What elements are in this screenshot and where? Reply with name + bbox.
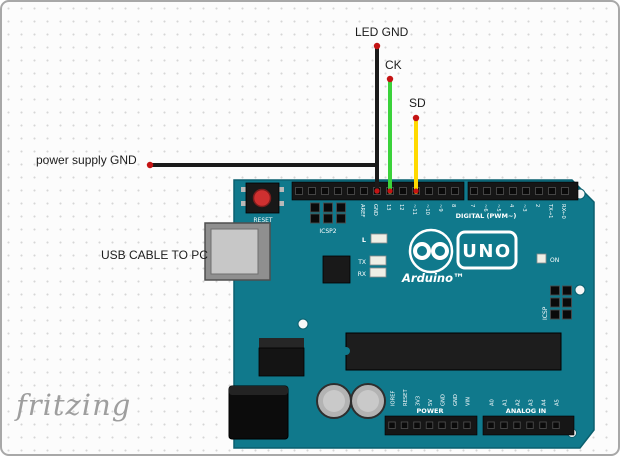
pin-label: A1: [503, 399, 509, 406]
pin-label: GND: [441, 394, 447, 406]
pin-label: ~9: [437, 204, 443, 212]
fritzing-logo: fritzing: [16, 388, 132, 422]
uno-label: UNO: [462, 241, 511, 262]
pin-label: A5: [555, 399, 561, 406]
led-gnd-label: LED GND: [355, 25, 409, 39]
pin-label: 2: [534, 204, 540, 207]
led-tx: [369, 255, 387, 266]
icsp-header: [550, 285, 572, 296]
led-rx: [369, 267, 387, 278]
capacitor: [316, 383, 352, 419]
power-label: POWER: [417, 407, 444, 415]
power-jack: [228, 385, 289, 440]
pin-label: A0: [490, 399, 496, 406]
on-led: [536, 253, 547, 264]
power-header-holes: [388, 421, 471, 429]
pin-label: A3: [529, 399, 535, 406]
led-tx-label: TX: [357, 259, 366, 266]
pin-label: 8: [450, 204, 456, 207]
arduino-logo-icon: [408, 228, 454, 274]
digital-header-right-holes: [470, 187, 569, 195]
pin-label: 7: [469, 204, 475, 207]
icsp-header: [550, 309, 572, 320]
pin-label: ~5: [495, 204, 501, 212]
pin-label: TX→1: [547, 203, 553, 218]
resonator-chip: [322, 255, 351, 284]
led-rx-label: RX: [358, 271, 366, 278]
pin-label: AREF: [359, 204, 365, 217]
pin-label: 12: [398, 204, 404, 211]
digital-label: DIGITAL (PWM~): [456, 212, 517, 220]
pin-label: A4: [542, 398, 548, 406]
mounting-hole: [297, 318, 309, 330]
icsp-header: [550, 297, 572, 308]
pin-label: RX←0: [560, 204, 566, 219]
uno-box: [456, 230, 518, 270]
analog-label: ANALOG IN: [506, 407, 546, 415]
pin-label: VIN: [466, 397, 472, 406]
pin-label: ~6: [482, 204, 488, 212]
pin-label: GND: [372, 204, 378, 216]
mounting-hole: [574, 284, 586, 296]
pin-label: 4: [508, 204, 514, 208]
on-label: ON: [550, 257, 559, 264]
pin-label: RESET: [403, 389, 409, 406]
wire-endpoints: [146, 42, 420, 194]
pin-label: 3V3: [416, 396, 422, 406]
usb-cable-label: USB CABLE TO PC: [101, 248, 208, 262]
pin-label: GND: [453, 394, 459, 406]
capacitor: [350, 383, 386, 419]
pin-label: IOREF: [391, 391, 397, 406]
arduino-board-body: [233, 179, 595, 449]
sd-label: SD: [409, 96, 426, 110]
pin-label: ~3: [521, 204, 527, 212]
led-l: [370, 233, 388, 244]
voltage-regulator: [259, 338, 304, 350]
atmega-chip: [345, 332, 562, 371]
pin-label: 13: [385, 204, 391, 211]
icsp2-header: [310, 202, 346, 213]
icsp2-label: ICSP2: [319, 228, 336, 235]
reset-button: [241, 182, 284, 214]
ck-label: CK: [385, 58, 402, 72]
led-l-label: L: [362, 236, 366, 244]
power-supply-gnd-label: power supply GND: [36, 153, 137, 167]
arduino-brand: Arduino™: [401, 271, 465, 285]
pin-label: 5V: [428, 399, 434, 406]
icsp2-header: [310, 213, 346, 224]
analog-header-holes: [487, 421, 560, 429]
pin-label: ~11: [411, 204, 417, 215]
pin-label: ~10: [424, 204, 430, 215]
voltage-regulator: [258, 347, 305, 377]
atmega-chip-notch: [342, 347, 350, 355]
pin-label: A2: [516, 399, 522, 406]
usb-connector: [204, 222, 271, 281]
reset-label: RESET: [253, 217, 273, 224]
icsp-label: ICSP: [542, 306, 549, 320]
